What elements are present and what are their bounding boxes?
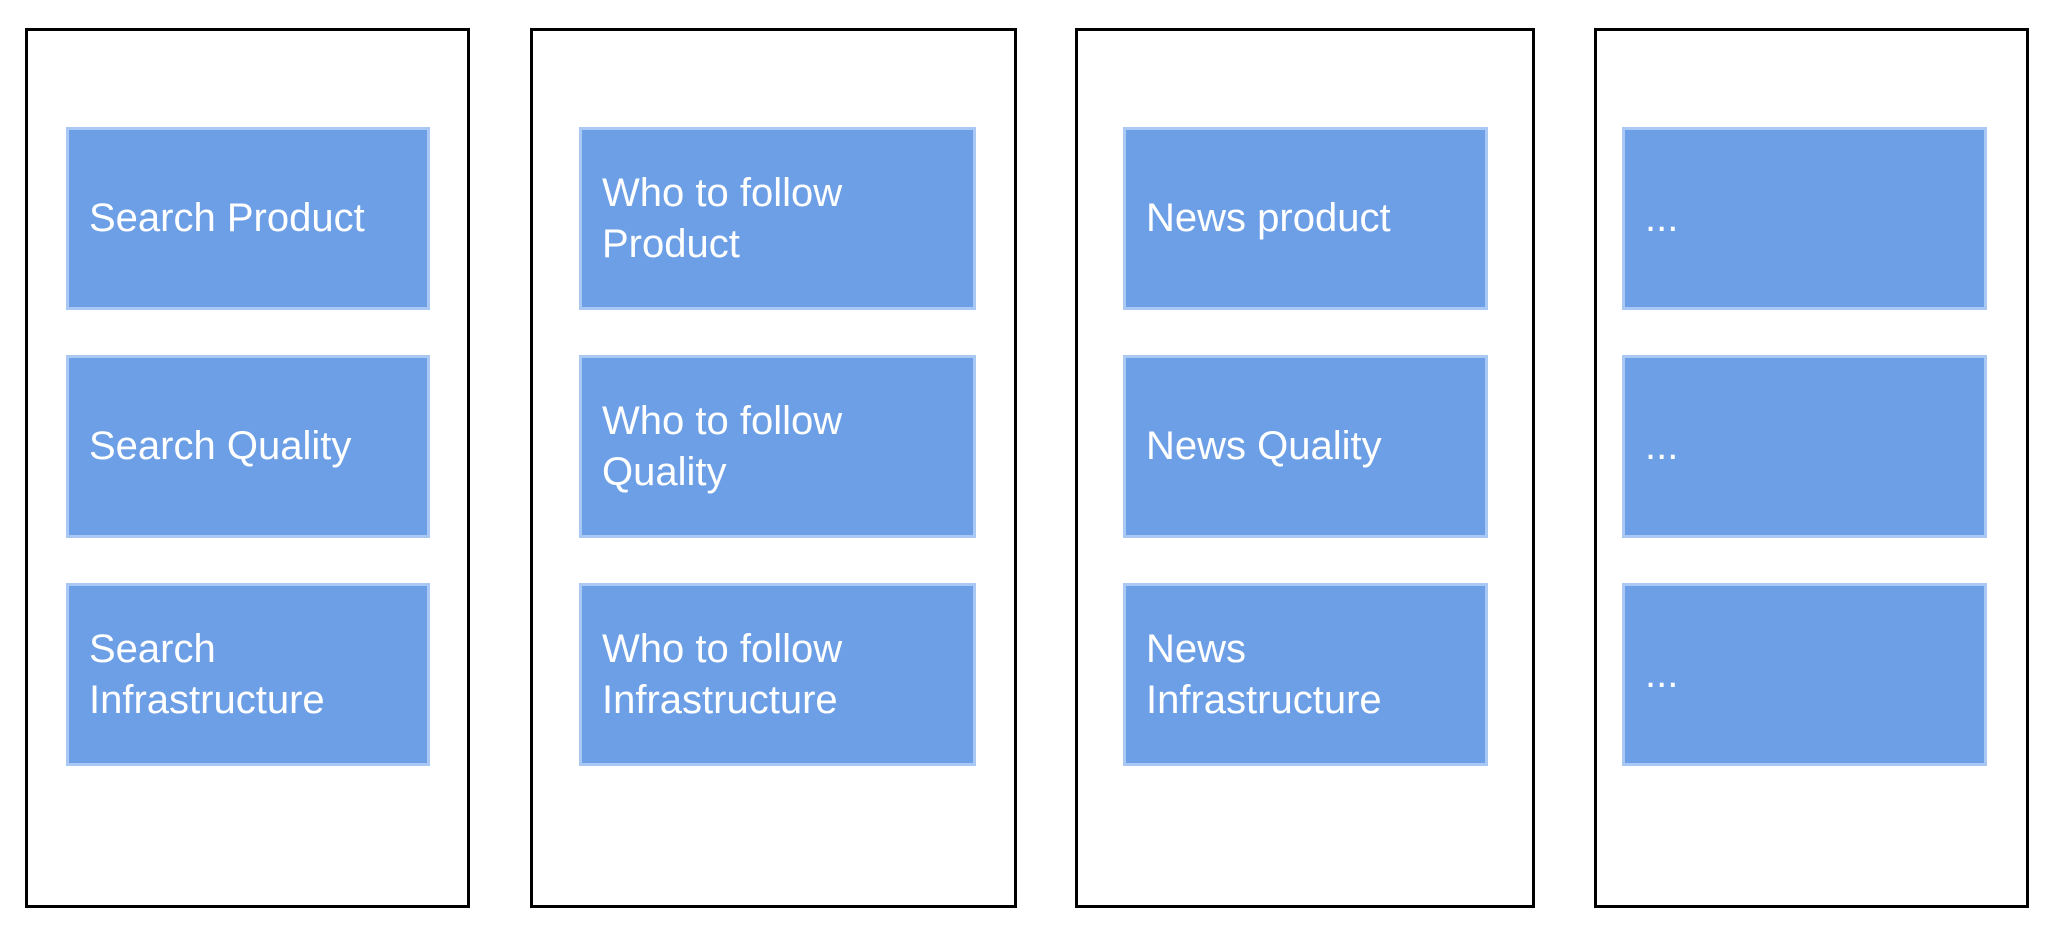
card-who-to-follow-infrastructure: Who to follow Infrastructure — [579, 583, 976, 766]
card-more-2: ... — [1622, 355, 1987, 538]
card-search-infrastructure: Search Infrastructure — [66, 583, 430, 766]
card-who-to-follow-product: Who to follow Product — [579, 127, 976, 310]
column-more: ... ... ... — [1594, 28, 2029, 908]
card-more-3: ... — [1622, 583, 1987, 766]
card-more-1: ... — [1622, 127, 1987, 310]
column-who-to-follow: Who to follow Product Who to follow Qual… — [530, 28, 1017, 908]
card-search-quality: Search Quality — [66, 355, 430, 538]
card-news-product: News product — [1123, 127, 1488, 310]
card-who-to-follow-quality: Who to follow Quality — [579, 355, 976, 538]
card-news-quality: News Quality — [1123, 355, 1488, 538]
card-news-infrastructure: News Infrastructure — [1123, 583, 1488, 766]
column-news: News product News Quality News Infrastru… — [1075, 28, 1535, 908]
column-search: Search Product Search Quality Search Inf… — [25, 28, 470, 908]
card-search-product: Search Product — [66, 127, 430, 310]
